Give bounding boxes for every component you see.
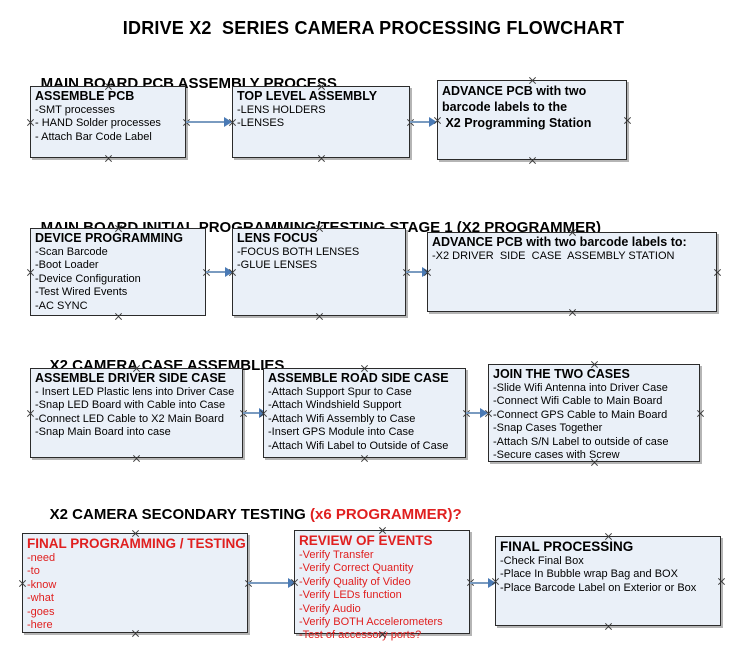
connector-arrow-icon [488,578,496,588]
connector-line [243,412,263,414]
node-advance-pcb-to-x2-programming-station[interactable]: ADVANCE PCB with two barcode labels to t… [437,80,627,160]
node-line: -Place In Bubble wrap Bag and BOX [500,568,678,581]
node-line: -Attach Wifi Label to Outside of Case [268,439,449,452]
node-line: -Verify Correct Quantity [299,562,414,575]
node-line: -X2 DRIVER SIDE CASE ASSEMBLY STATION [432,250,675,262]
node-line: -Attach S/N Label to outside of case [493,435,669,448]
node-assemble-pcb[interactable]: ASSEMBLE PCB -SMT processes - HAND Solde… [30,86,186,158]
node-line: -Boot Loader [35,259,99,272]
connector-line [466,412,484,414]
section-heading-x2-camera-secondary-testing: X2 CAMERA SECONDARY TESTING (x6 PROGRAMM… [33,489,462,540]
node-line: -Attach Wifi Assembly to Case [268,412,416,425]
connector-line [410,121,432,123]
node-line: - Insert LED Plastic lens into Driver Ca… [35,386,235,398]
node-line: -Attach Support Spur to Case [268,386,412,398]
connector-line [206,271,228,273]
node-top-level-assembly[interactable]: TOP LEVEL ASSEMBLY -LENS HOLDERS -LENSES [232,86,410,158]
node-advance-pcb-to-driver-side-case[interactable]: ADVANCE PCB with two barcode labels to: … [427,232,717,312]
node-line-overflow: -Test of accessory ports? [299,629,422,642]
node-line: -Place Barcode Label on Exterior or Box [500,581,697,594]
node-line: -Connect LED Cable to X2 Main Board [35,412,224,425]
connector-line [248,582,292,584]
node-device-programming[interactable]: DEVICE PROGRAMMING -Scan Barcode -Boot L… [30,228,206,316]
section-heading-accent: (x6 PROGRAMMER)? [309,506,462,523]
node-line: -SMT processes [35,104,115,116]
node-title: FINAL PROCESSING [500,539,634,554]
connector-arrow-icon [225,267,233,277]
node-title: REVIEW OF EVENTS [299,533,433,548]
node-final-programming-testing[interactable]: FINAL PROGRAMMING / TESTING -need -to -k… [22,533,248,633]
node-line: -Verify Quality of Video [299,575,411,588]
node-title: JOIN THE TWO CASES [493,367,630,381]
node-line: -to [27,565,40,578]
node-line: -Verify Transfer [299,549,374,561]
node-line: -here [27,619,53,632]
node-line: -Verify Audio [299,602,361,615]
node-line: -FOCUS BOTH LENSES [237,246,360,258]
node-line: - HAND Solder processes [35,117,161,130]
connector-arrow-icon [480,408,488,418]
node-line: -Check Final Box [500,555,584,567]
node-lens-focus[interactable]: LENS FOCUS -FOCUS BOTH LENSES -GLUE LENS… [232,228,406,316]
node-line: -Connect Wifi Cable to Main Board [493,395,663,408]
node-final-processing[interactable]: FINAL PROCESSING -Check Final Box -Place… [495,536,721,626]
node-title: ASSEMBLE ROAD SIDE CASE [268,371,449,385]
node-line: -Connect GPS Cable to Main Board [493,408,668,421]
connector-arrow-icon [422,267,430,277]
node-line: -Verify LEDs function [299,589,402,602]
connector-arrow-icon [429,117,437,127]
node-line: -Attach Windshield Support [268,399,402,412]
connector-line [186,121,228,123]
node-title: ASSEMBLE DRIVER SIDE CASE [35,371,227,385]
node-line: -Device Configuration [35,272,141,285]
node-line: - Attach Bar Code Label [35,130,152,143]
node-line: -know [27,578,57,591]
node-line: -goes [27,605,55,618]
node-line: -GLUE LENSES [237,259,318,272]
node-line: -Snap Main Board into case [35,426,171,439]
node-title: ADVANCE PCB with two barcode labels to: [432,235,687,249]
node-line: -Verify BOTH Accelerometers [299,616,443,629]
connector-arrow-icon [288,578,296,588]
node-line: X2 Programming Station [442,116,592,130]
node-line: -what [27,592,54,605]
node-line: -need [27,552,56,564]
node-line: -Secure cases with Screw [493,449,620,462]
node-line: -Slide Wifi Antenna into Driver Case [493,382,668,394]
connector-line [406,271,426,273]
node-review-of-events[interactable]: REVIEW OF EVENTS -Verify Transfer -Verif… [294,530,470,641]
node-line: -Snap Cases Together [493,422,603,435]
node-line: ADVANCE PCB with two [442,84,587,98]
node-line: -Snap LED Board with Cable into Case [35,399,226,412]
node-title: DEVICE PROGRAMMING [35,231,183,245]
connector-arrow-icon [224,117,232,127]
node-line: -LENS HOLDERS [237,104,326,116]
node-title: TOP LEVEL ASSEMBLY [237,89,378,103]
section-heading-text: X2 CAMERA SECONDARY TESTING [49,506,310,523]
node-line: -Scan Barcode [35,246,108,258]
node-assemble-driver-side-case[interactable]: ASSEMBLE DRIVER SIDE CASE - Insert LED P… [30,368,243,458]
node-line: -AC SYNC [35,299,88,312]
node-assemble-road-side-case[interactable]: ASSEMBLE ROAD SIDE CASE -Attach Support … [263,368,466,458]
page-title: IDRIVE X2 SERIES CAMERA PROCESSING FLOWC… [122,18,625,38]
node-join-the-two-cases[interactable]: JOIN THE TWO CASES -Slide Wifi Antenna i… [488,364,700,462]
node-title: LENS FOCUS [237,231,318,245]
node-line: barcode labels to the [442,100,568,114]
node-title: FINAL PROGRAMMING / TESTING [27,536,246,551]
node-line: -LENSES [237,117,285,130]
node-line: -Insert GPS Module into Case [268,426,415,439]
connector-line [470,582,492,584]
node-title: ASSEMBLE PCB [35,89,135,103]
node-line: -Test Wired Events [35,286,128,299]
